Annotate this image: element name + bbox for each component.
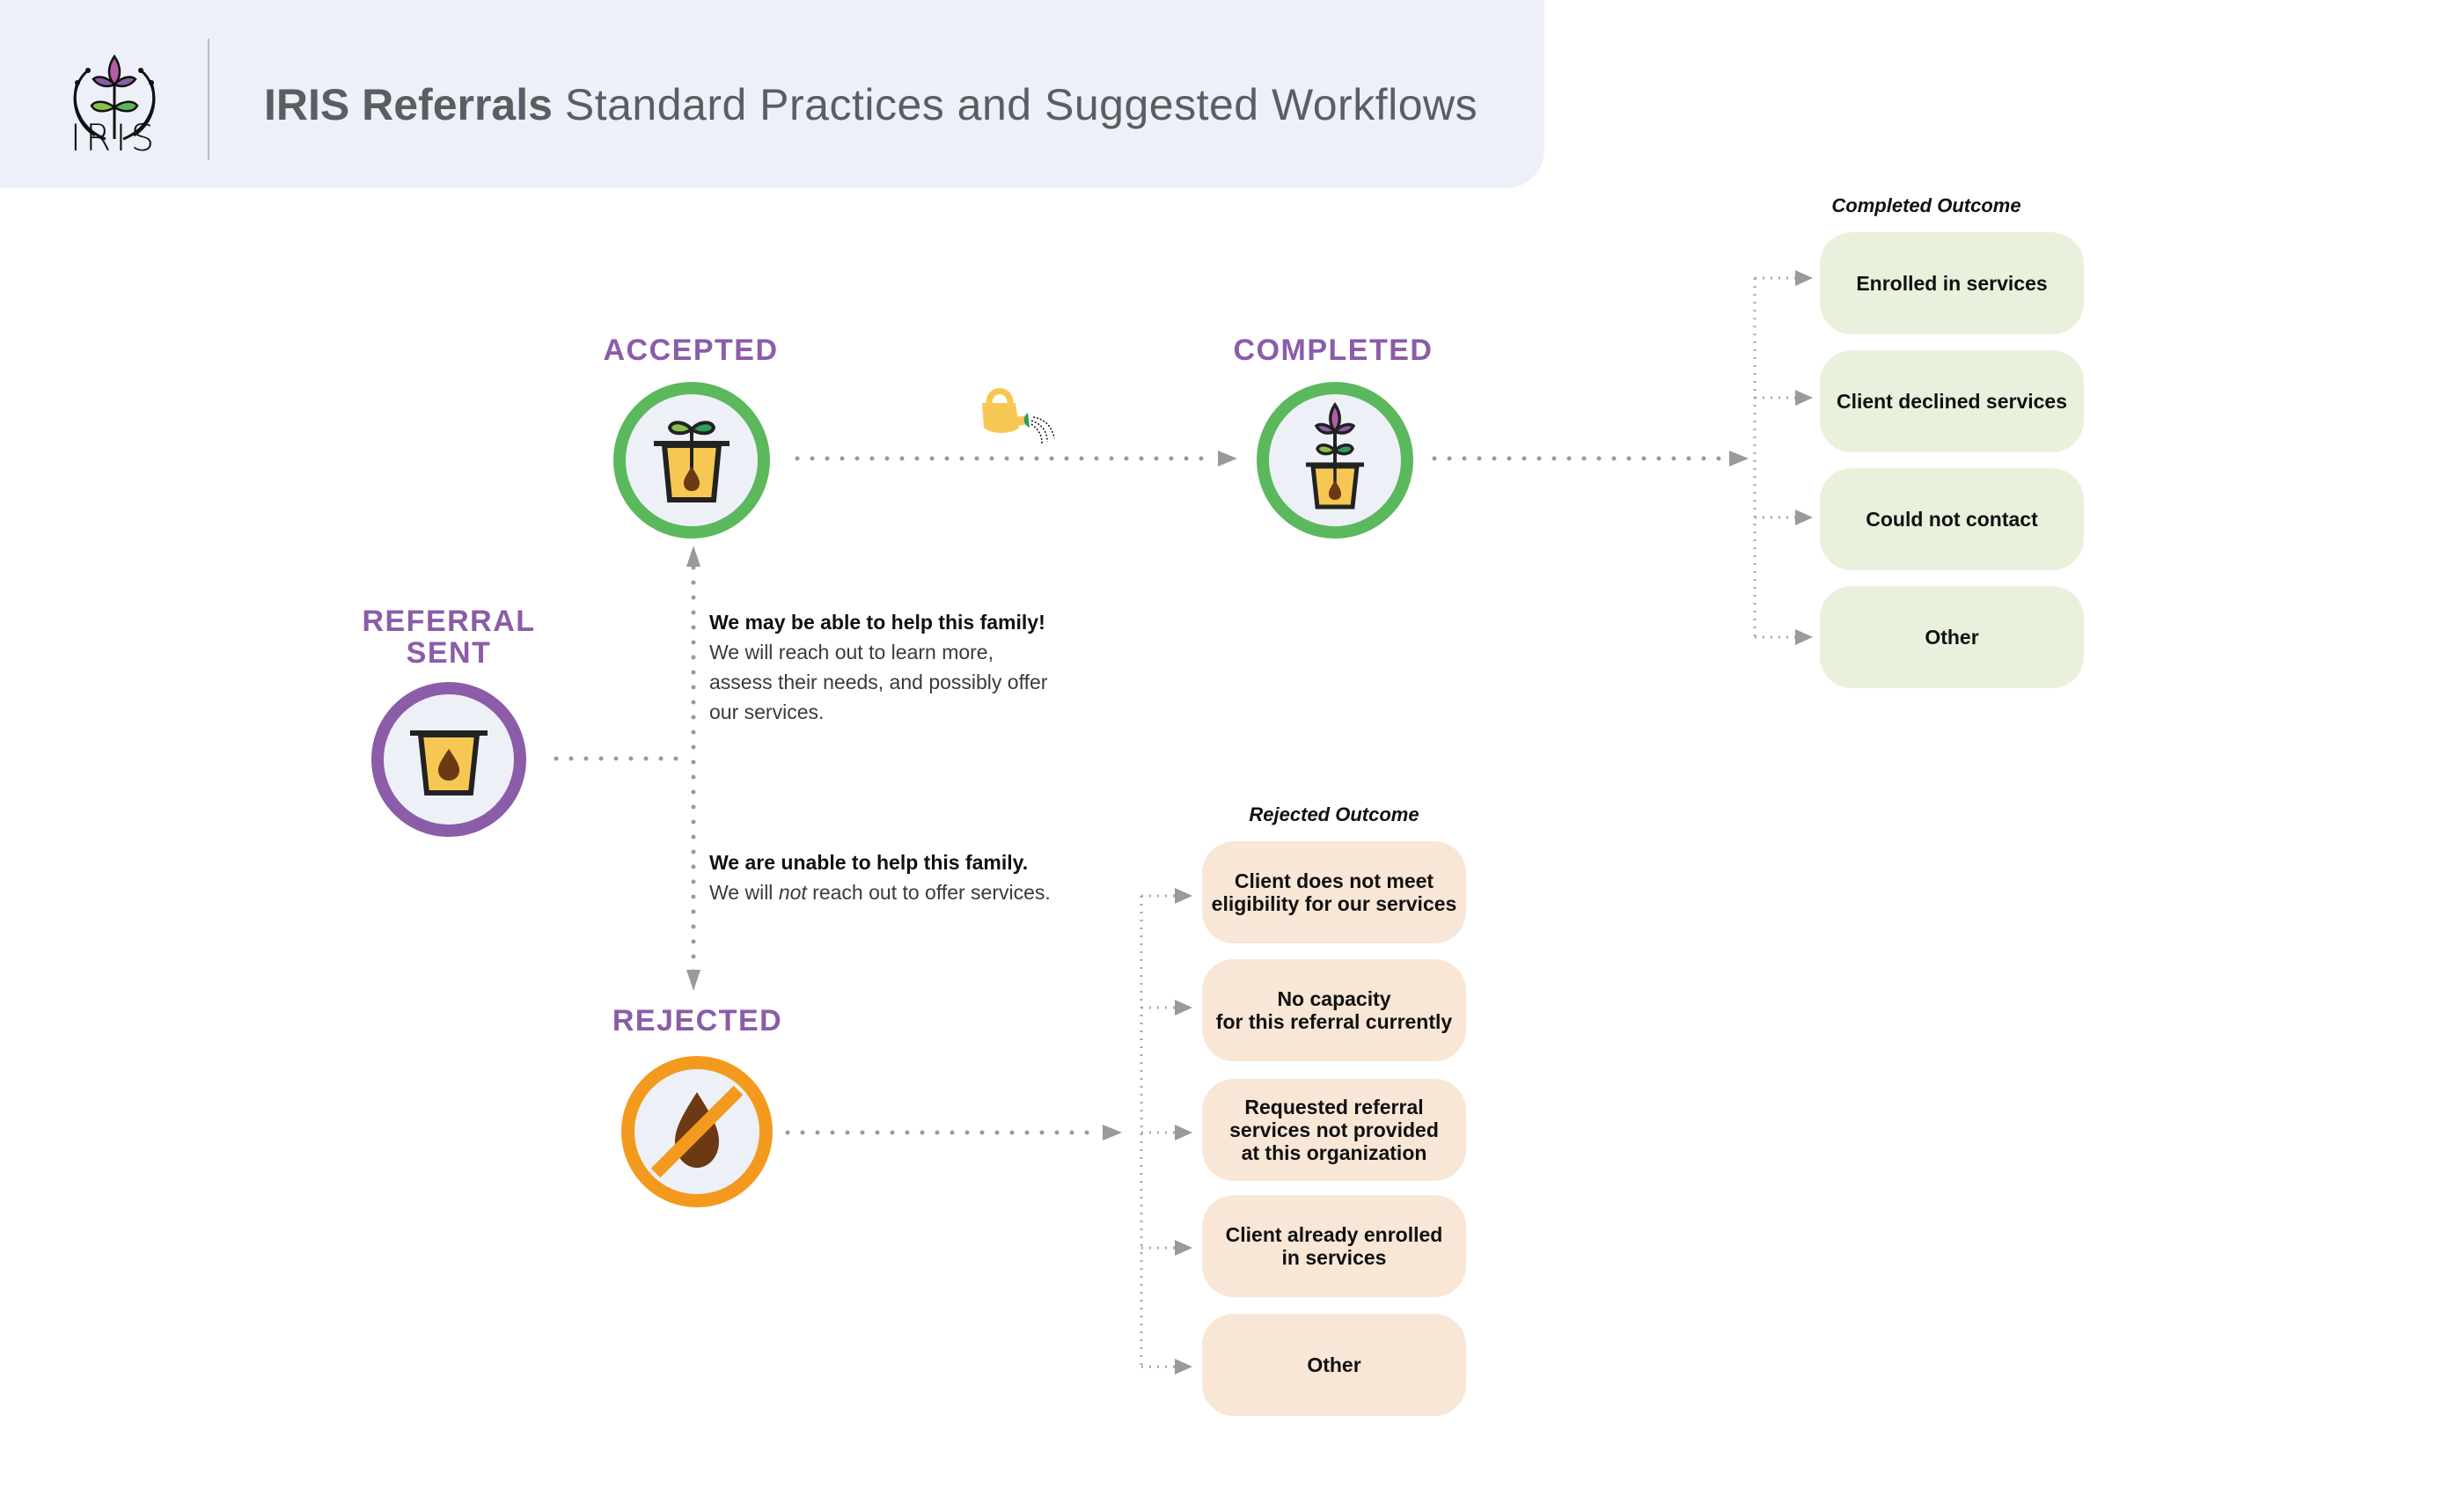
arrow-down-to-rejected [686,970,700,991]
rejected-outcome-no-capacity[interactable]: No capacity for this referral currently [1202,959,1466,1061]
flower-pot-icon [1306,401,1364,510]
arrow-to-rejected-outcomes [1103,1125,1122,1140]
accepted-note-line3: our services. [709,700,825,723]
accepted-note-heading: We may be able to help this family! [709,611,1045,634]
rejected-note-emphasis: not [778,881,807,904]
stage-label-referral-sent: REFERRAL SENT [356,605,541,669]
accepted-note: We may be able to help this family! We w… [709,607,1079,727]
rejected-outcome-not-provided[interactable]: Requested referral services not provided… [1202,1079,1466,1181]
stage-label-accepted: ACCEPTED [603,334,779,367]
iris-flower-logo-icon [73,54,156,141]
stage-rejected[interactable] [621,1056,773,1207]
completed-outcome-title: Completed Outcome [1831,194,2021,216]
stage-accepted[interactable] [613,382,770,539]
rejected-outcome-title: Rejected Outcome [1249,803,1419,825]
page-title: IRIS Referrals Standard Practices and Su… [264,79,1478,130]
rejected-note: We are unable to help this family. We wi… [709,847,1096,907]
stage-completed[interactable] [1257,382,1413,539]
rejected-note-pre: We will [709,881,779,904]
completed-outcome-declined[interactable]: Client declined services [1820,350,2084,452]
rejected-note-post: reach out to offer services. [806,881,1051,904]
sprout-pot-icon [654,421,730,502]
rejected-outcome-ineligible[interactable]: Client does not meet eligibility for our… [1202,841,1466,943]
accepted-note-line2: assess their needs, and possibly offer [709,671,1048,693]
stage-referral-sent[interactable] [371,682,526,837]
arrowheads [686,451,1749,1140]
arrow-to-completed-outcomes [1729,451,1749,466]
seed-pot-icon [410,730,488,796]
rejected-note-heading: We are unable to help this family. [709,851,1029,874]
title-subtitle: Standard Practices and Suggested Workflo… [564,80,1478,129]
rejected-outcome-already-enrolled[interactable]: Client already enrolled in services [1202,1195,1466,1297]
watering-can-icon [982,388,1055,444]
stage-label-completed: COMPLETED [1233,334,1434,367]
arrow-up-to-accepted [686,546,700,567]
title-bold: IRIS Referrals [264,80,553,129]
arrow-to-completed [1218,451,1237,466]
header-banner: IRIS IRIS Referrals Standard Practices a… [0,0,1544,188]
logo-wordmark: IRIS [70,116,159,159]
completed-outcome-other[interactable]: Other [1820,586,2084,688]
completed-outcome-enrolled[interactable]: Enrolled in services [1820,232,2084,334]
no-seed-icon [650,1085,744,1178]
header-divider [208,39,209,160]
referral-label-line1: REFERRAL [362,605,536,638]
rejected-outcome-other[interactable]: Other [1202,1314,1466,1416]
completed-outcome-no-contact[interactable]: Could not contact [1820,468,2084,570]
referral-label-line2: SENT [406,636,492,670]
accepted-note-line1: We will reach out to learn more, [709,641,994,664]
stage-label-rejected: REJECTED [612,1004,783,1038]
